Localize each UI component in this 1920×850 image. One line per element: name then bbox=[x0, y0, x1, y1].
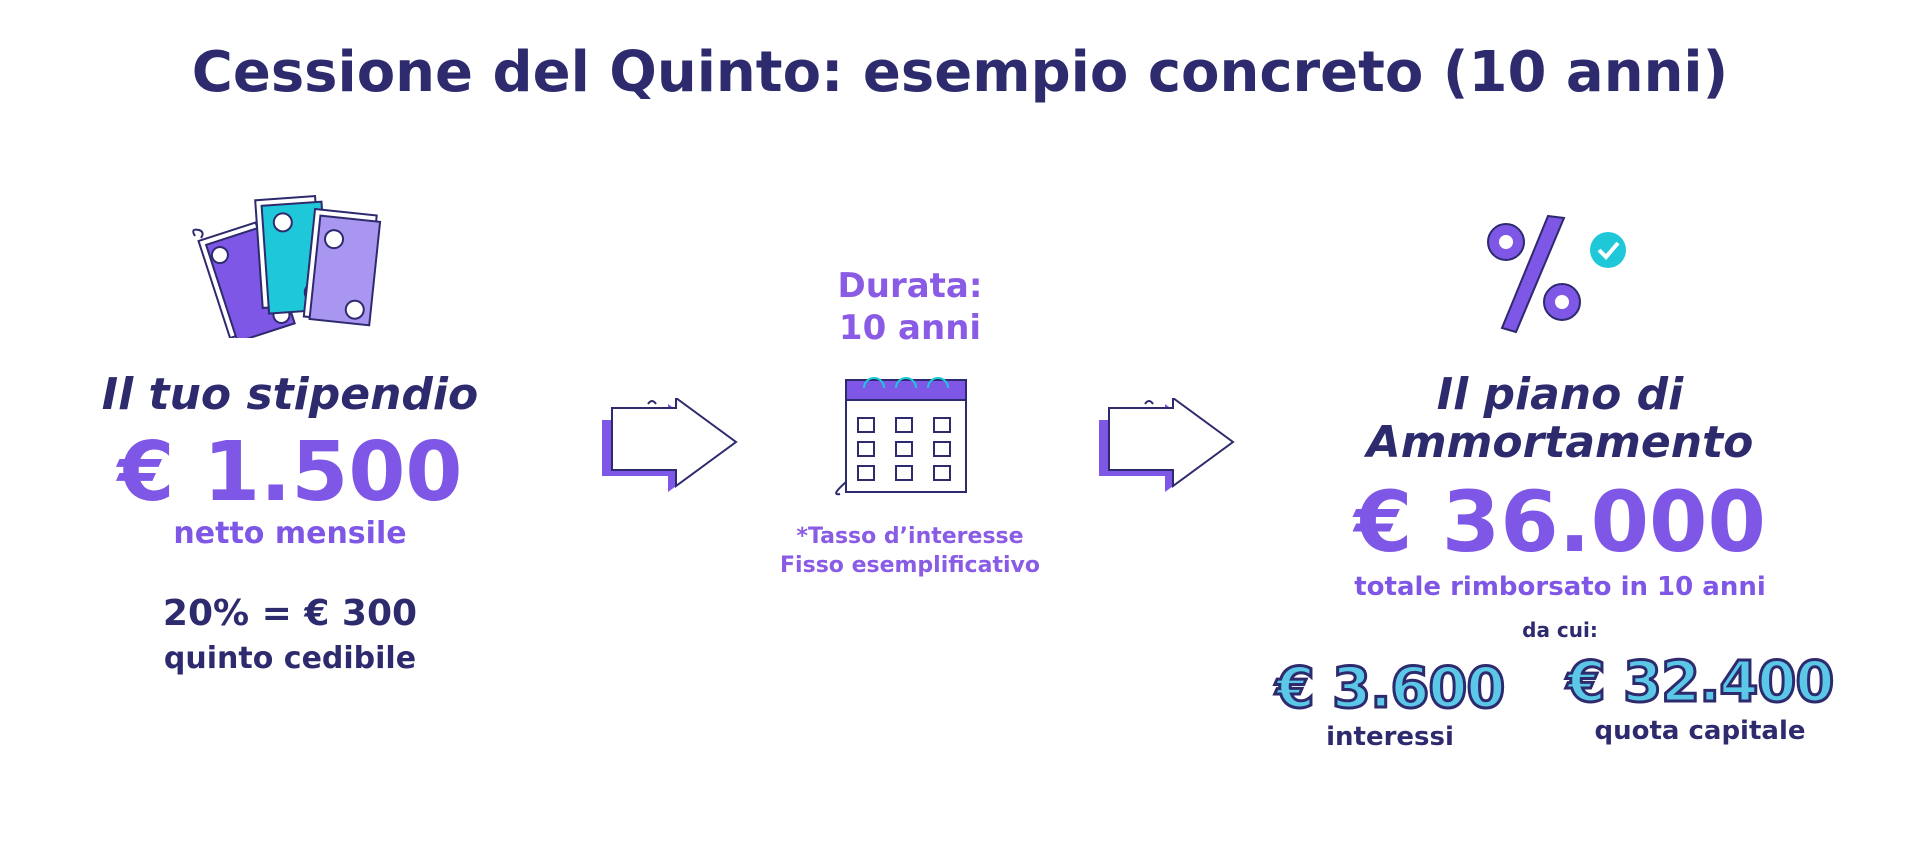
total-amount: € 36.000 bbox=[1354, 473, 1766, 571]
breakdown-label: da cui: bbox=[1522, 618, 1598, 642]
page-title: Cessione del Quinto: esempio concreto (1… bbox=[191, 40, 1729, 105]
quinto-amount: 20% = € 300 bbox=[162, 593, 418, 634]
calendar-icon bbox=[835, 377, 967, 496]
arrow-right-icon bbox=[1099, 398, 1235, 492]
arrow-right-icon bbox=[602, 398, 738, 492]
interest-amount: € 3.600 bbox=[1274, 655, 1507, 723]
duration-label: Durata: bbox=[837, 266, 983, 306]
rate-note-line2: Fisso esemplificativo bbox=[780, 553, 1040, 578]
interest-label: interessi bbox=[1326, 722, 1454, 752]
amortization-heading-line2: Ammortamento bbox=[1366, 417, 1754, 468]
salary-caption: netto mensile bbox=[173, 516, 407, 551]
amortization-heading-line1: Il piano di bbox=[1436, 369, 1684, 420]
rate-note-line1: *Tasso d’interesse bbox=[796, 524, 1024, 549]
quinto-caption: quinto cedibile bbox=[163, 641, 417, 676]
salary-heading: Il tuo stipendio bbox=[101, 369, 479, 420]
percent-check-icon bbox=[1487, 214, 1626, 334]
money-bills-icon bbox=[192, 195, 382, 338]
total-caption: totale rimborsato in 10 anni bbox=[1354, 572, 1766, 602]
capital-label: quota capitale bbox=[1594, 716, 1806, 746]
duration-value: 10 anni bbox=[838, 308, 982, 348]
capital-amount: € 32.400 bbox=[1565, 649, 1836, 717]
salary-amount: € 1.500 bbox=[117, 425, 463, 520]
